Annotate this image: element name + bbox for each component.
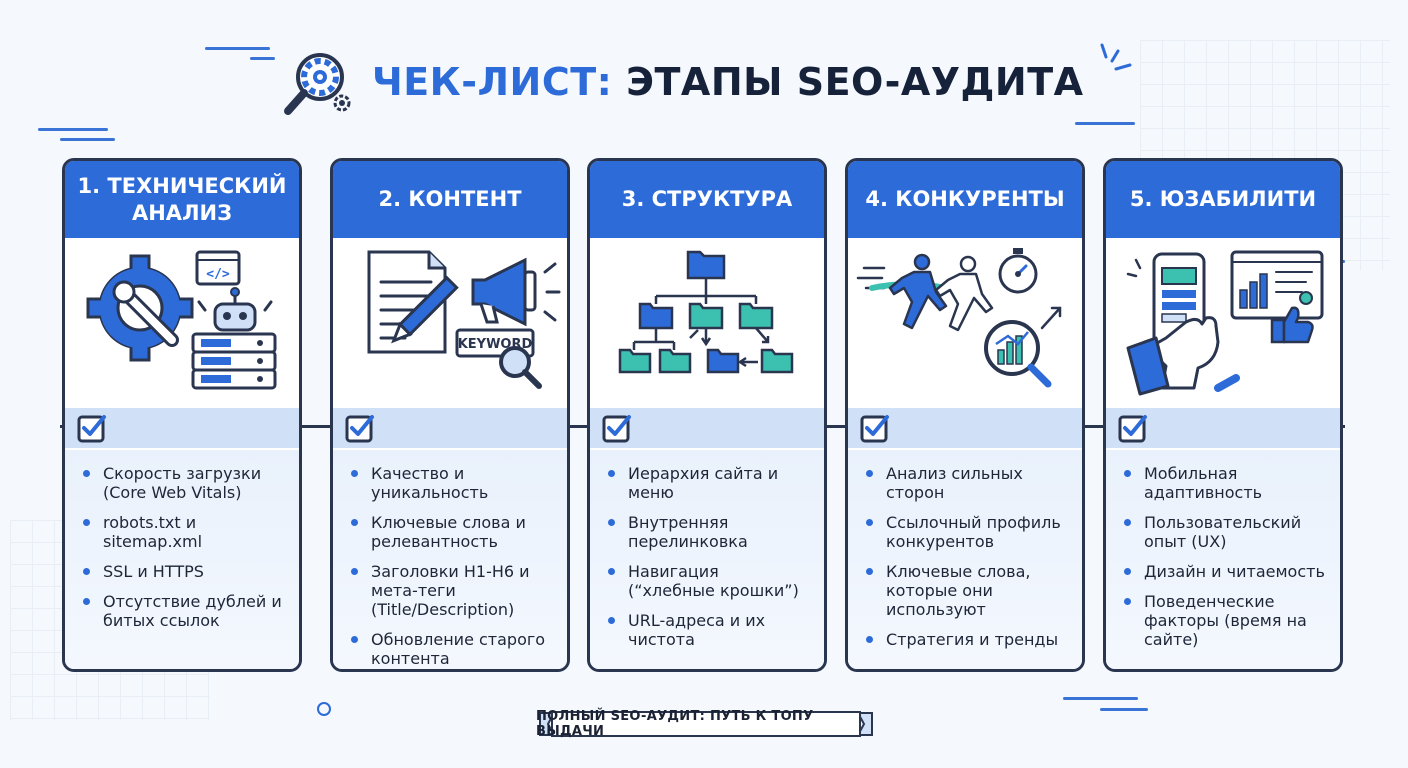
title-accent: ЧЕК-ЛИСТ: [372,60,613,104]
list-item: URL-адреса и их чистота [608,611,810,649]
page-title: ЧЕК-ЛИСТ: ЭТАПЫ SEO-АУДИТА [372,60,1084,104]
checkbox-checked-icon [860,415,889,443]
list-item: Ссылочный профиль конкурентов [866,513,1068,551]
step-card-usability: 5. ЮЗАБИЛИТИ [1103,158,1343,672]
card-list: Качество и уникальность Ключевые слова и… [333,450,567,669]
card-checkbox-row [590,408,824,448]
card-illustration [848,238,1082,408]
list-item: Внутренняя перелинковка [608,513,810,551]
card-checkbox-row [333,408,567,448]
checkbox-checked-icon [602,415,631,443]
step-card-content: 2. КОНТЕНТ KEYWORD [330,158,570,672]
phone-hand-dashboard-like-icon [1126,250,1324,396]
card-heading: 3. СТРУКТУРА [590,161,824,238]
decor-line [1063,697,1138,700]
decor-line [1075,122,1135,125]
list-item: Стратегия и тренды [866,630,1068,649]
card-checkbox-row [848,408,1082,448]
list-item: Иерархия сайта и меню [608,464,810,502]
list-item: Ключевые слова, которые они используют [866,562,1068,619]
list-item: Отсутствие дублей и битых ссылок [83,592,285,630]
card-illustration: </> [65,238,299,408]
card-list: Скорость загрузки (Core Web Vitals) robo… [65,450,299,669]
decor-line [205,47,270,50]
card-checkbox-row [65,408,299,448]
checkbox-checked-icon [345,415,374,443]
card-checkbox-row [1106,408,1340,448]
sparkle-icon [1100,43,1132,71]
footer-text: ПОЛНЫЙ SEO-АУДИТ: ПУТЬ К ТОПУ ВЫДАЧИ [536,709,814,739]
page-header: ЧЕК-ЛИСТ: ЭТАПЫ SEO-АУДИТА [280,42,1142,122]
card-heading: 4. КОНКУРЕНТЫ [848,161,1082,238]
gear-wrench-robot-server-icon: </> [86,250,277,390]
step-card-structure: 3. СТРУКТУРА [587,158,827,672]
step-card-technical: 1. ТЕХНИЧЕСКИЙ АНАЛИЗ </> [62,158,302,672]
step-card-competitors: 4. КОНКУРЕНТЫ [845,158,1085,672]
card-heading: 2. КОНТЕНТ [333,161,567,238]
runners-stopwatch-chart-icon [856,248,1062,388]
list-item: Мобильная адаптивность [1124,464,1326,502]
card-list: Мобильная адаптивность Пользовательский … [1106,450,1340,669]
decor-line [1100,708,1148,711]
card-illustration [590,238,824,408]
card-illustration [1106,238,1340,408]
card-list: Анализ сильных сторон Ссылочный профиль … [848,450,1082,669]
card-list: Иерархия сайта и меню Внутренняя перелин… [590,450,824,669]
list-item: SSL и HTTPS [83,562,285,581]
list-item: robots.txt и sitemap.xml [83,513,285,551]
card-heading: 5. ЮЗАБИЛИТИ [1106,161,1340,238]
list-item: Качество и уникальность [351,464,553,502]
magnifier-gear-icon [284,53,351,115]
footer-banner: ПОЛНЫЙ SEO-АУДИТ: ПУТЬ К ТОПУ ВЫДАЧИ [536,709,876,739]
document-pen-megaphone-keyword-icon: KEYWORD [367,250,561,389]
list-item: Навигация (“хлебные крошки”) [608,562,810,600]
decor-ring [317,702,331,716]
list-item: Скорость загрузки (Core Web Vitals) [83,464,285,502]
list-item: Пользовательский опыт (UX) [1124,513,1326,551]
decor-line [250,57,275,60]
list-item: Заголовки H1-H6 и мета-теги (Title/Descr… [351,562,553,619]
ribbon-shape [539,711,873,737]
list-item: Обновление старого контента [351,630,553,668]
card-heading: 1. ТЕХНИЧЕСКИЙ АНАЛИЗ [65,161,299,238]
decor-line [60,138,115,141]
svg-text:</>: </> [206,267,230,282]
folder-tree-icon [618,250,794,374]
checkbox-checked-icon [77,415,106,443]
list-item: Ключевые слова и релевантность [351,513,553,551]
decor-line [38,128,108,131]
checkbox-checked-icon [1118,415,1147,443]
title-rest: ЭТАПЫ SEO-АУДИТА [612,60,1084,104]
list-item: Анализ сильных сторон [866,464,1068,502]
list-item: Поведенческие факторы (время на сайте) [1124,592,1326,649]
list-item: Дизайн и читаемость [1124,562,1326,581]
card-illustration: KEYWORD [333,238,567,408]
